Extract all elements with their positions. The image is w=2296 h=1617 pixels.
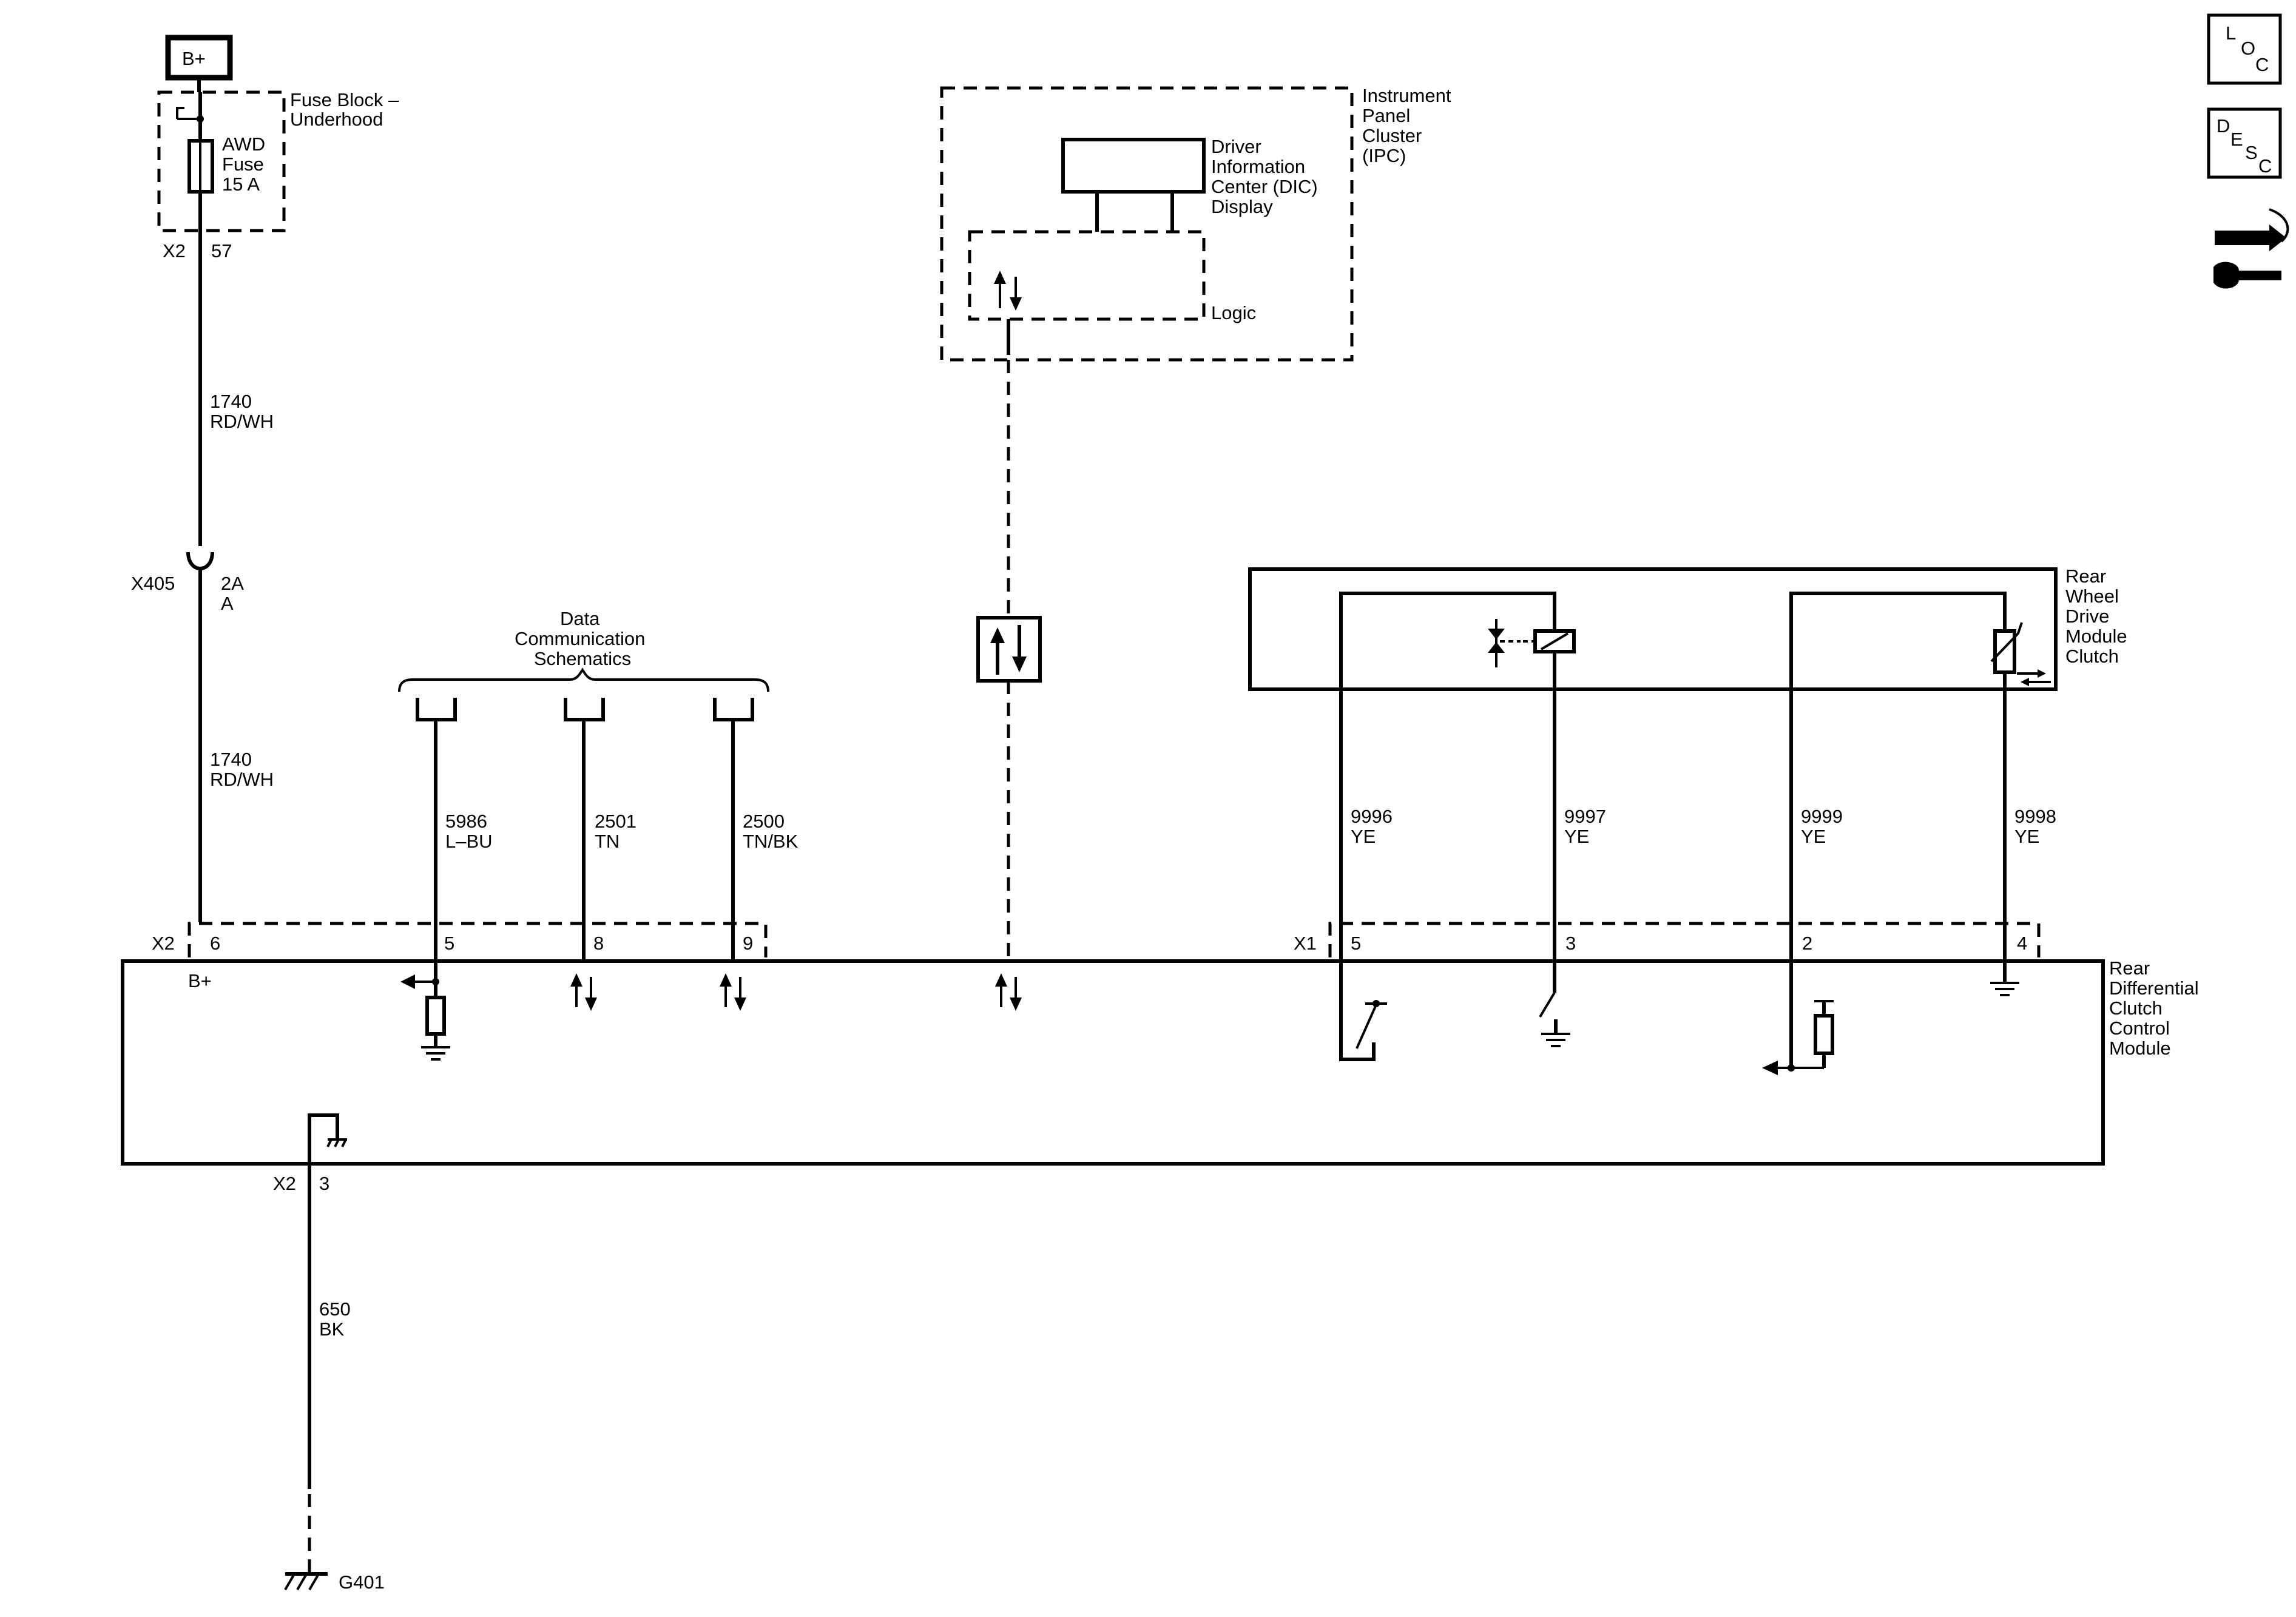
rwd-clutch-box: [1248, 567, 2058, 691]
dic-display-box: [1061, 138, 1206, 194]
clutch-temp-sensor-icon: [1993, 629, 2016, 674]
module-switch-9997-icon: [1539, 961, 1570, 1047]
awd-fuse-label: AWD Fuse 15 A: [222, 133, 271, 195]
connector-tool-icon[interactable]: [2213, 208, 2289, 289]
ipc-logic-outline: [968, 230, 1206, 321]
ground-g401-icon: [284, 1572, 328, 1591]
module-bplus-label: B+: [188, 970, 212, 991]
inline-connector-x405: [186, 552, 214, 570]
wire-9999-label: 9999 YE: [1801, 806, 1848, 847]
solenoid-actuator-icon: [1488, 619, 1521, 667]
wire-2501-label: 2501 TN: [595, 811, 642, 852]
x2-connector-outline: [187, 922, 768, 957]
ground-label: G401: [339, 1571, 385, 1593]
module-switch-9996-icon: [1339, 961, 1387, 1061]
loc-l: L: [2226, 22, 2236, 44]
desc-button[interactable]: D E S C: [2207, 107, 2282, 179]
dic-label: Driver Information Center (DIC) Display: [1211, 136, 1323, 217]
module-data-arrows-2500-icon: [720, 973, 746, 1011]
x2-pin-9: 9: [743, 933, 753, 954]
x1-connector-label: X1: [1294, 933, 1317, 954]
module-chassis-ground-icon: [308, 1113, 347, 1164]
wire-9996-label: 9996 YE: [1351, 806, 1398, 847]
x405-pin: 2A A: [221, 573, 248, 614]
x1-pin-3: 3: [1565, 933, 1576, 954]
x1-pin-2: 2: [1802, 933, 1812, 954]
rdccm-title: Rear Differential Clutch Control Module: [2109, 957, 2204, 1059]
data-comm-title: Data Communication Schematics: [515, 608, 650, 669]
x2-connector-label: X2: [152, 933, 175, 954]
wire-1740-lower-label: 1740 RD/WH: [210, 749, 274, 790]
x2-pin-5: 5: [444, 933, 454, 954]
rdccm-module-box: [121, 959, 2105, 1166]
wire-9998-label: 9998 YE: [2014, 806, 2062, 847]
x1-pin-5: 5: [1351, 933, 1361, 954]
gnd-pin: 3: [319, 1173, 329, 1194]
desc-e: E: [2230, 129, 2243, 150]
module-serial-arrows-icon: [995, 973, 1022, 1011]
desc-c: C: [2258, 155, 2272, 177]
wire-5986-label: 5986 L–BU: [445, 811, 493, 852]
fuse-pin: 57: [211, 240, 232, 262]
x405-label: X405: [131, 573, 175, 594]
wire-650-label: 650 BK: [319, 1298, 356, 1340]
loc-c: C: [2255, 54, 2269, 75]
serial-data-symbol-icon: [976, 616, 1042, 683]
x1-pin-4: 4: [2017, 933, 2027, 954]
ipc-data-arrows-icon: [994, 271, 1022, 311]
gnd-connector-label: X2: [273, 1173, 296, 1194]
loc-button[interactable]: L O C: [2207, 13, 2282, 85]
module-input-5986-icon: [400, 961, 450, 1061]
module-pullup-9999-icon: [1762, 961, 1834, 1075]
wire-2500-label: 2500 TN/BK: [743, 811, 799, 852]
loc-o: O: [2241, 38, 2255, 59]
data-comm-bracket: [398, 667, 769, 692]
sensor-arrows-icon: [2017, 669, 2051, 686]
x1-connector-outline: [1328, 922, 2041, 957]
module-ground-9998-icon: [1990, 961, 2019, 996]
fuse-block-title: Fuse Block – Underhood: [290, 89, 404, 130]
wire-9997-label: 9997 YE: [1564, 806, 1612, 847]
bplus-label: B+: [182, 48, 206, 69]
ipc-logic-label: Logic: [1211, 302, 1256, 323]
x2-pin-6: 6: [210, 933, 220, 954]
x2-pin-8: 8: [593, 933, 604, 954]
desc-s: S: [2245, 142, 2258, 163]
battery-power-box: B+: [165, 35, 233, 81]
rwd-clutch-title: Rear Wheel Drive Module Clutch: [2065, 565, 2132, 667]
wire-1740-upper-label: 1740 RD/WH: [210, 391, 274, 432]
desc-d: D: [2217, 115, 2230, 137]
ipc-outline: [940, 86, 1354, 362]
module-data-arrows-2501-icon: [570, 973, 597, 1011]
fuse-connector: X2: [163, 240, 186, 262]
ipc-title: Instrument Panel Cluster (IPC): [1362, 85, 1456, 166]
